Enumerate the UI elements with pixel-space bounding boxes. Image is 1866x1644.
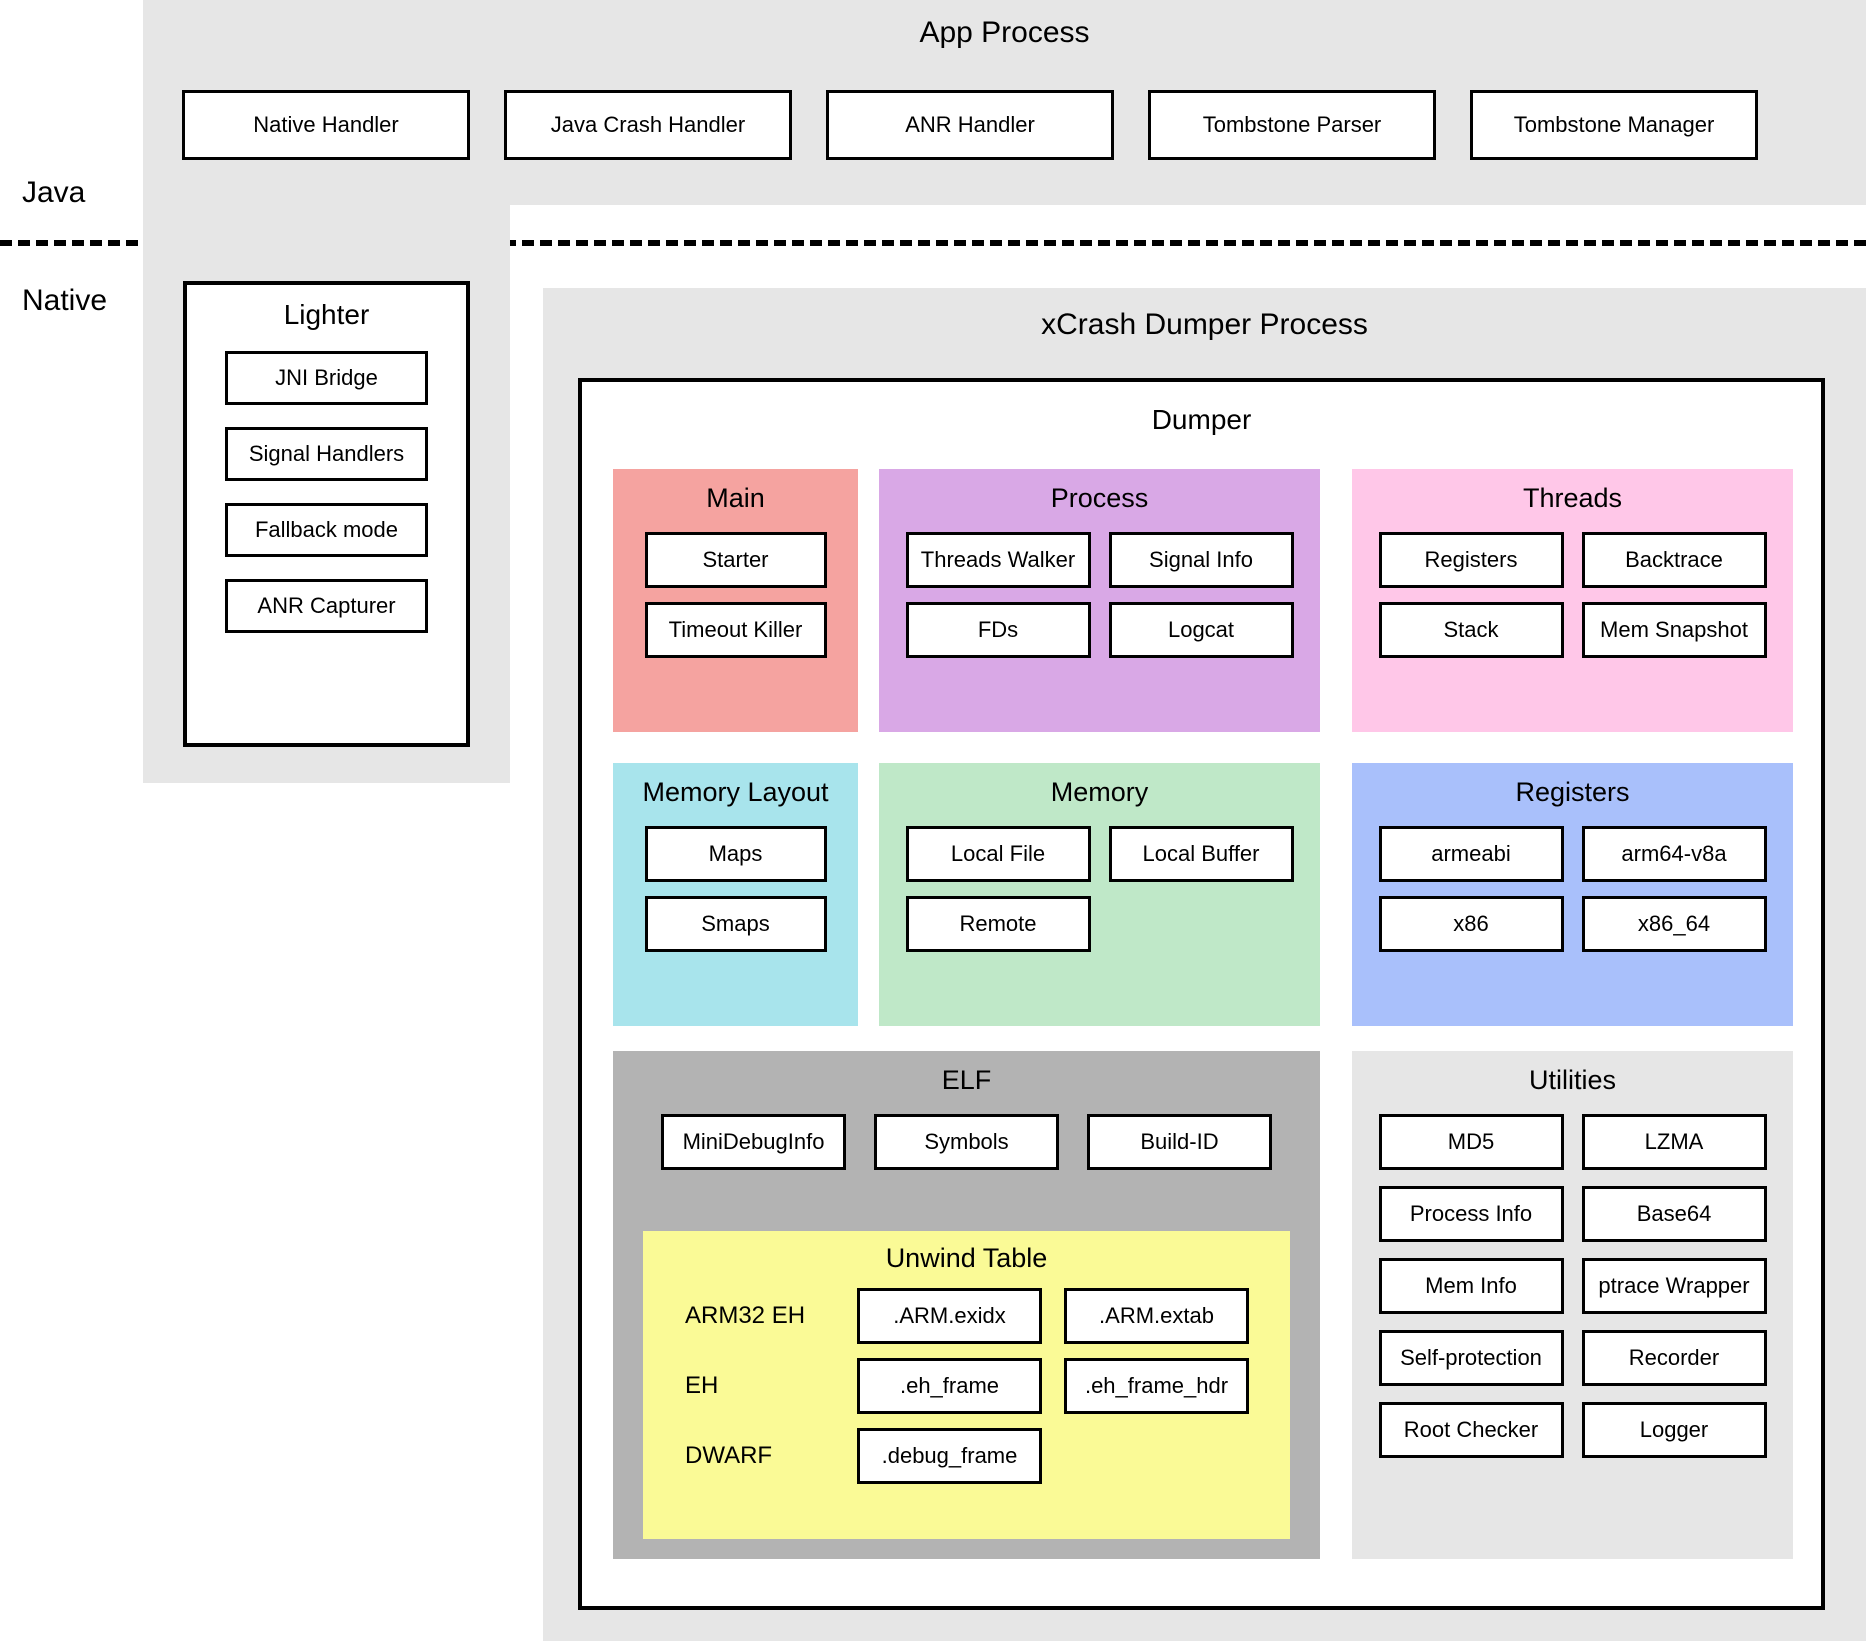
node-threads-walker[interactable]: Threads Walker [905,532,1091,588]
node-recorder[interactable]: Recorder [1581,1330,1767,1386]
group-main-items: Starter Timeout Killer [613,532,858,658]
group-process-items: Threads Walker Signal Info FDs Logcat [879,532,1320,658]
node-anr-handler[interactable]: ANR Handler [826,90,1114,160]
java-native-divider [0,240,1866,246]
node-minidebuginfo[interactable]: MiniDebugInfo [661,1114,846,1170]
node-signal-info[interactable]: Signal Info [1108,532,1294,588]
node-registers[interactable]: Registers [1378,532,1564,588]
node-fds[interactable]: FDs [905,602,1091,658]
dumper-title: Dumper [1151,404,1252,435]
node-native-handler[interactable]: Native Handler [182,90,470,160]
node-stack[interactable]: Stack [1378,602,1564,658]
node-tombstone-parser[interactable]: Tombstone Parser [1148,90,1436,160]
unwind-row: ARM32 EH .ARM.exidx .ARM.extab [685,1288,1290,1344]
node-base64[interactable]: Base64 [1581,1186,1767,1242]
group-elf-title: ELF [941,1065,992,1095]
node-debug-frame[interactable]: .debug_frame [857,1428,1042,1484]
node-signal-handlers[interactable]: Signal Handlers [225,427,428,481]
node-mem-info[interactable]: Mem Info [1378,1258,1564,1314]
node-jni-bridge[interactable]: JNI Bridge [225,351,428,405]
node-smaps[interactable]: Smaps [644,896,827,952]
unwind-rows: ARM32 EH .ARM.exidx .ARM.extab EH .eh_fr… [643,1288,1290,1484]
group-memory-title: Memory [1050,777,1149,807]
node-maps[interactable]: Maps [644,826,827,882]
node-process-info[interactable]: Process Info [1378,1186,1564,1242]
group-memory-layout: Memory Layout Maps Smaps [613,763,858,1026]
node-logger[interactable]: Logger [1581,1402,1767,1458]
group-main-title: Main [706,483,765,513]
node-local-buffer[interactable]: Local Buffer [1108,826,1294,882]
node-symbols[interactable]: Symbols [874,1114,1059,1170]
node-local-file[interactable]: Local File [905,826,1091,882]
node-self-protection[interactable]: Self-protection [1378,1330,1564,1386]
node-arm64-v8a[interactable]: arm64-v8a [1581,826,1767,882]
group-registers: Registers armeabi arm64-v8a x86 x86_64 [1352,763,1793,1026]
lighter-title: Lighter [283,299,370,330]
label-java: Java [22,176,86,209]
node-backtrace[interactable]: Backtrace [1581,532,1767,588]
node-x86-64[interactable]: x86_64 [1581,896,1767,952]
group-threads-items: Registers Backtrace Stack Mem Snapshot [1352,532,1793,658]
node-logcat[interactable]: Logcat [1108,602,1294,658]
unwind-row-label: EH [685,1372,719,1399]
node-fallback-mode[interactable]: Fallback mode [225,503,428,557]
label-native: Native [22,284,108,317]
node-armeabi[interactable]: armeabi [1378,826,1564,882]
app-process-panel: App Process Native Handler Java Crash Ha… [143,0,1866,205]
unwind-row-label: ARM32 EH [685,1302,806,1329]
unwind-row: EH .eh_frame .eh_frame_hdr [685,1358,1290,1414]
group-elf-items: MiniDebugInfo Symbols Build-ID [613,1114,1320,1170]
node-root-checker[interactable]: Root Checker [1378,1402,1564,1458]
node-remote[interactable]: Remote [905,896,1091,952]
group-elf: ELF MiniDebugInfo Symbols Build-ID Unwin… [613,1051,1320,1559]
node-arm-exidx[interactable]: .ARM.exidx [857,1288,1042,1344]
group-registers-title: Registers [1515,777,1630,807]
node-ptrace-wrapper[interactable]: ptrace Wrapper [1581,1258,1767,1314]
group-utilities: Utilities MD5 LZMA Process Info Base64 M… [1352,1051,1793,1559]
node-tombstone-manager[interactable]: Tombstone Manager [1470,90,1758,160]
group-threads-title: Threads [1522,483,1623,513]
node-starter[interactable]: Starter [644,532,827,588]
node-anr-capturer[interactable]: ANR Capturer [225,579,428,633]
node-build-id[interactable]: Build-ID [1087,1114,1272,1170]
app-process-title: App Process [919,16,1090,49]
group-unwind-table: Unwind Table ARM32 EH .ARM.exidx .ARM.ex… [643,1231,1290,1539]
group-unwind-table-title: Unwind Table [885,1243,1048,1273]
group-memory-layout-title: Memory Layout [642,777,829,807]
unwind-row: DWARF .debug_frame [685,1428,1290,1484]
group-threads: Threads Registers Backtrace Stack Mem Sn… [1352,469,1793,732]
node-eh-frame-hdr[interactable]: .eh_frame_hdr [1064,1358,1249,1414]
node-arm-extab[interactable]: .ARM.extab [1064,1288,1249,1344]
group-registers-items: armeabi arm64-v8a x86 x86_64 [1352,826,1793,952]
node-x86[interactable]: x86 [1378,896,1564,952]
group-memory-items: Local File Local Buffer Remote [879,826,1320,952]
app-process-handler-row: Native Handler Java Crash Handler ANR Ha… [182,90,1758,160]
group-utilities-title: Utilities [1528,1065,1616,1095]
lighter-box: Lighter JNI Bridge Signal Handlers Fallb… [183,281,470,747]
node-md5[interactable]: MD5 [1378,1114,1564,1170]
group-utilities-items: MD5 LZMA Process Info Base64 Mem Info pt… [1352,1114,1793,1458]
unwind-row-label: DWARF [685,1442,773,1469]
node-java-crash-handler[interactable]: Java Crash Handler [504,90,792,160]
group-process: Process Threads Walker Signal Info FDs L… [879,469,1320,732]
node-mem-snapshot[interactable]: Mem Snapshot [1581,602,1767,658]
node-lzma[interactable]: LZMA [1581,1114,1767,1170]
node-timeout-killer[interactable]: Timeout Killer [644,602,827,658]
xcrash-dumper-process-title: xCrash Dumper Process [1041,308,1368,341]
group-process-title: Process [1050,483,1149,513]
lighter-items: JNI Bridge Signal Handlers Fallback mode… [187,351,466,633]
group-memory: Memory Local File Local Buffer Remote [879,763,1320,1026]
group-main: Main Starter Timeout Killer [613,469,858,732]
node-eh-frame[interactable]: .eh_frame [857,1358,1042,1414]
group-memory-layout-items: Maps Smaps [613,826,858,952]
